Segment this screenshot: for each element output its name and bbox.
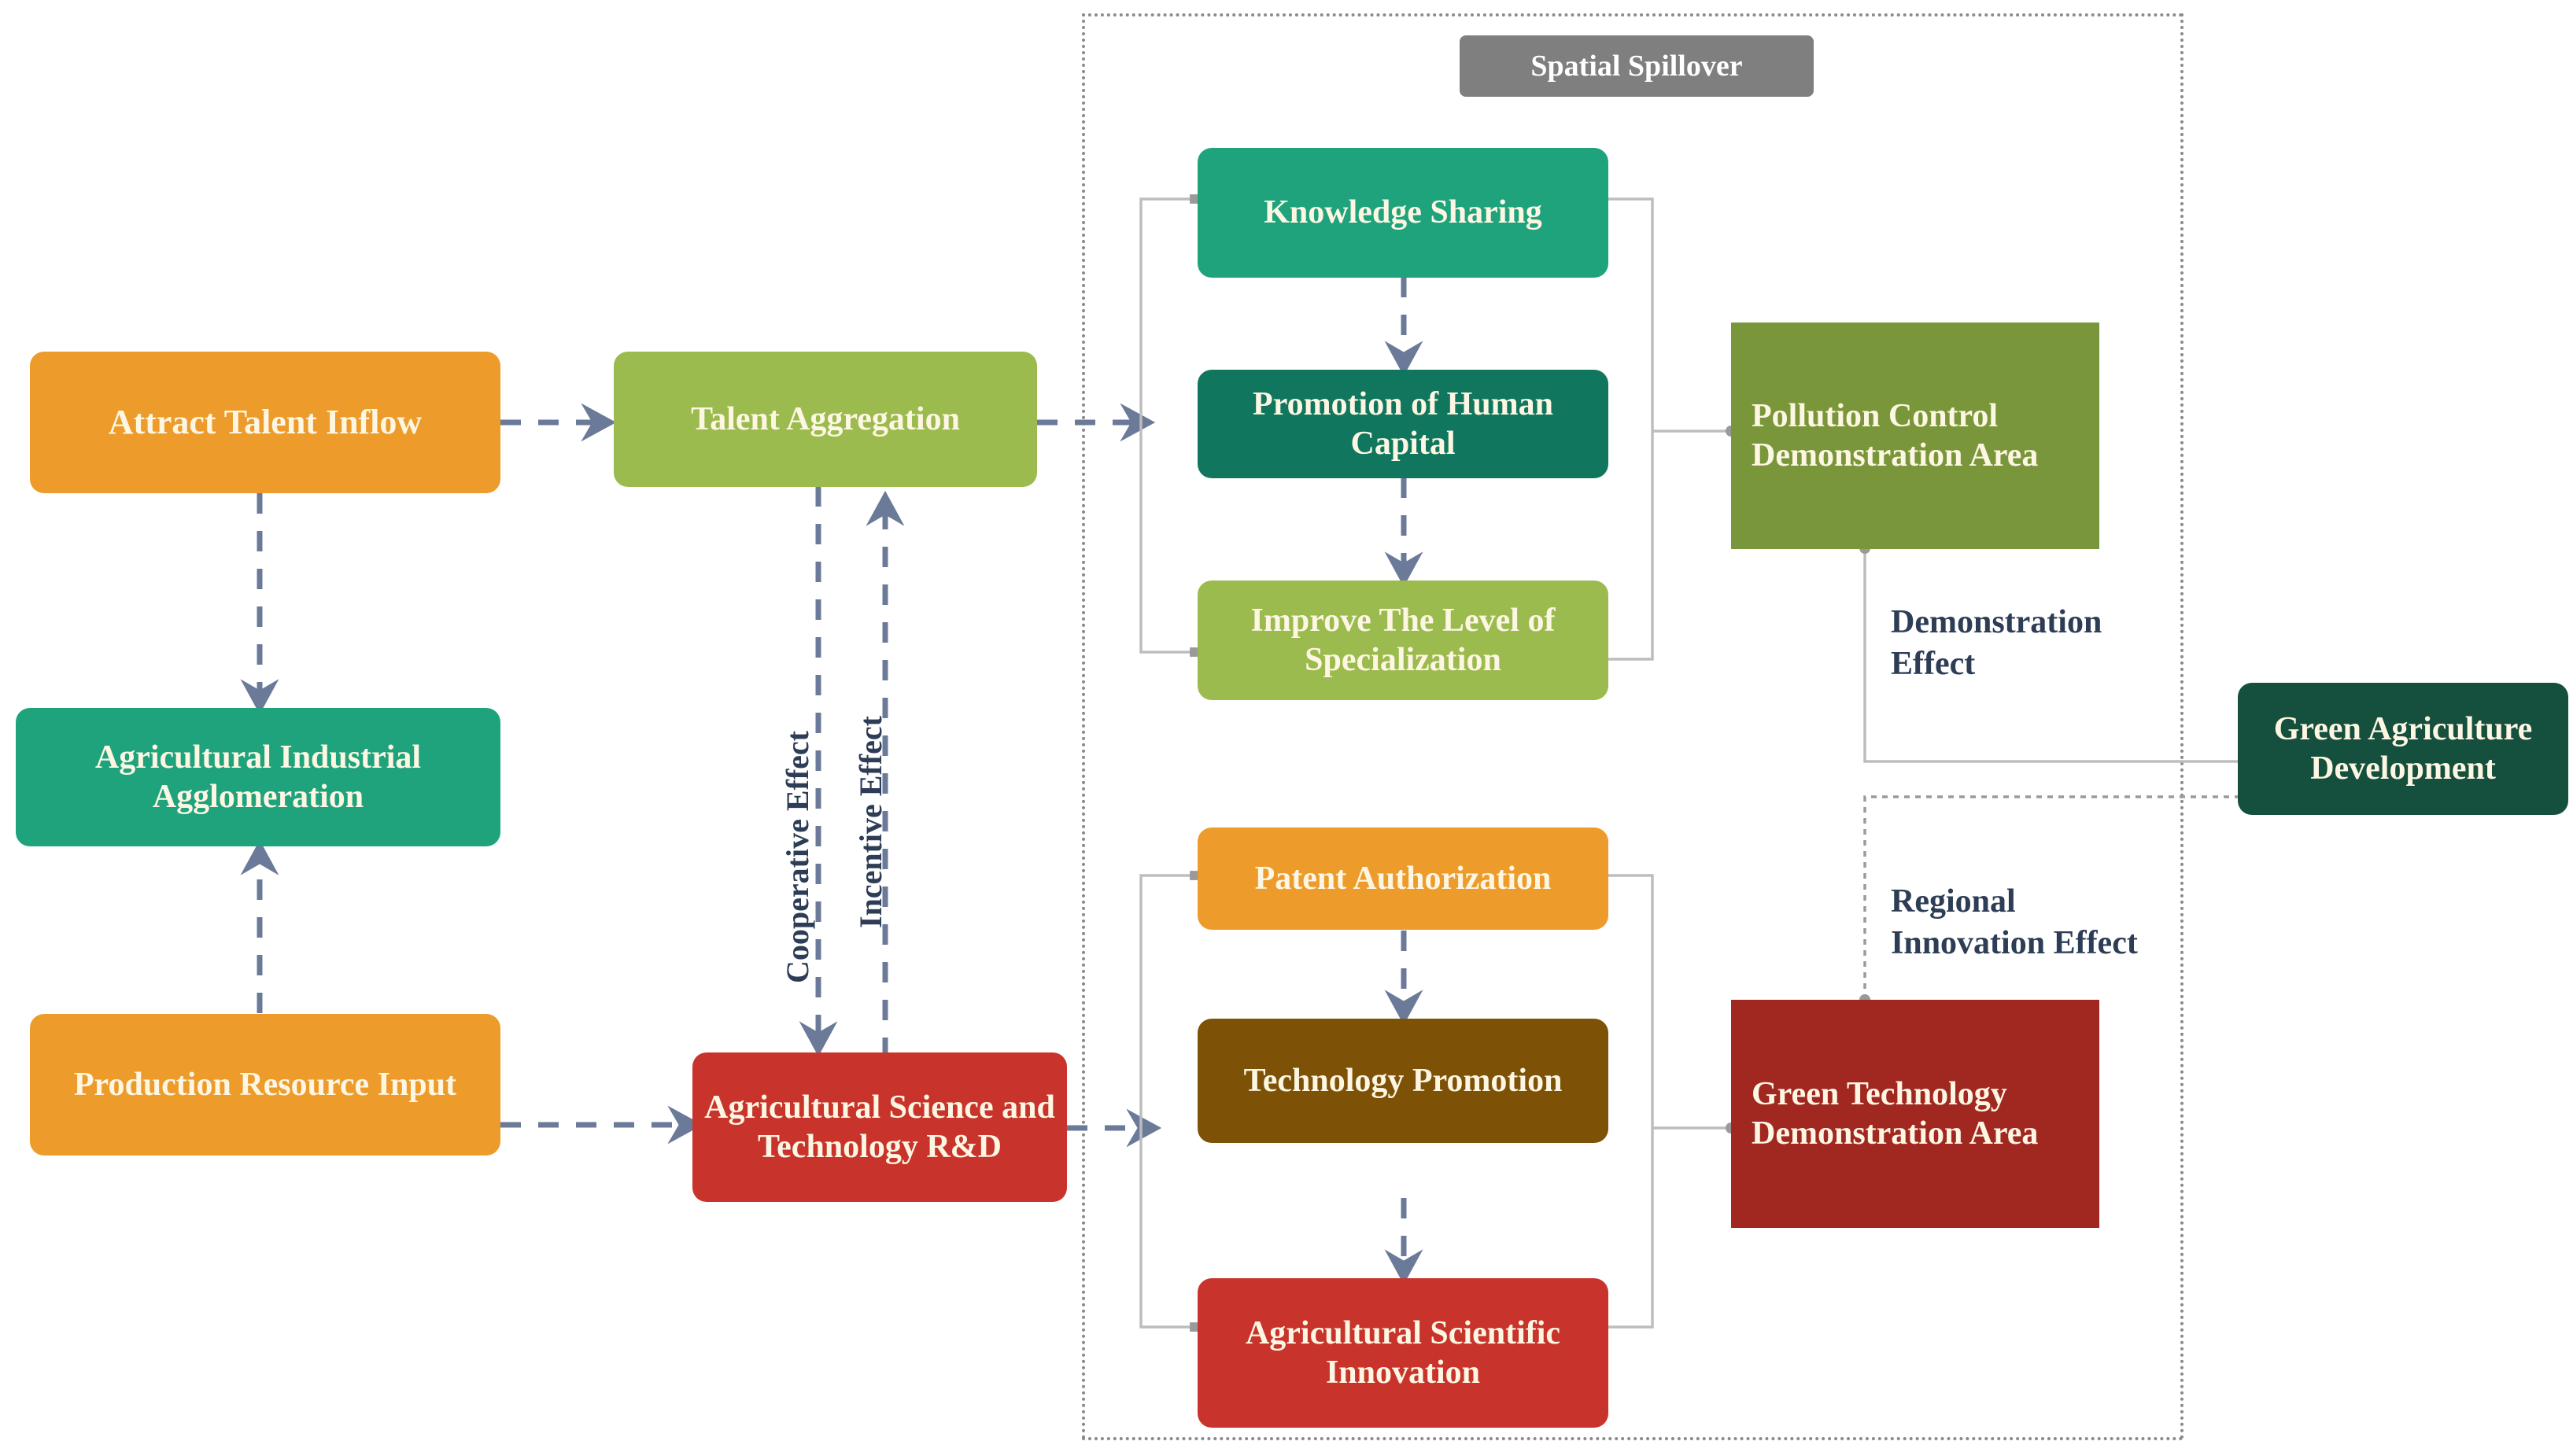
agricultural-scientific-innovation-label: Agricultural Scientific Innovation <box>1245 1314 1561 1391</box>
patent-authorization-label: Patent Authorization <box>1254 860 1552 897</box>
promotion-of-human-capital[interactable]: Promotion of Human Capital <box>1198 370 1608 478</box>
production-resource-input-label: Production Resource Input <box>73 1066 457 1103</box>
regional-innovation-effect-line-1: Regional <box>1891 883 2016 920</box>
regional-innovation-effect-line-2: Innovation Effect <box>1891 924 2138 961</box>
technology-promotion-label: Technology Promotion <box>1243 1062 1563 1099</box>
agricultural-science-and-technology-rd-label: Agricultural Science and Technology R&D <box>704 1089 1055 1165</box>
incentive-effect-label: Incentive Effect <box>852 716 889 928</box>
spatial-spillover-text: Spatial Spillover <box>1530 50 1743 83</box>
regional-innovation-effect-label: Regional Innovation Effect <box>1891 881 2138 964</box>
agricultural-industrial-agglomeration[interactable]: Agricultural Industrial Agglomeration <box>16 708 500 846</box>
green-technology-demonstration-area-label: Green Technology Demonstration Area <box>1752 1075 2039 1152</box>
improve-the-level-of-specialization[interactable]: Improve The Level of Specialization <box>1198 581 1608 700</box>
demonstration-effect-line-2: Effect <box>1891 645 1976 682</box>
pollution-control-demonstration-area-label: Pollution Control Demonstration Area <box>1752 397 2039 474</box>
demonstration-effect-line-1: Demonstration <box>1891 604 2102 640</box>
green-technology-demonstration-area[interactable]: Green Technology Demonstration Area <box>1731 1000 2099 1228</box>
agricultural-industrial-agglomeration-label: Agricultural Industrial Agglomeration <box>94 739 422 815</box>
cooperative-effect-label: Cooperative Effect <box>779 731 816 983</box>
improve-the-level-of-specialization-label: Improve The Level of Specialization <box>1250 602 1556 678</box>
knowledge-sharing-label: Knowledge Sharing <box>1264 194 1542 231</box>
agricultural-science-and-technology-rd[interactable]: Agricultural Science and Technology R&D <box>692 1052 1067 1202</box>
patent-authorization[interactable]: Patent Authorization <box>1198 828 1608 930</box>
cooperative-effect-text: Cooperative Effect <box>780 731 815 983</box>
production-resource-input[interactable]: Production Resource Input <box>30 1014 500 1156</box>
green-agriculture-development-label: Green Agriculture Development <box>2273 710 2533 787</box>
pollution-control-demonstration-area[interactable]: Pollution Control Demonstration Area <box>1731 323 2099 549</box>
promotion-of-human-capital-label: Promotion of Human Capital <box>1253 385 1553 462</box>
incentive-effect-text: Incentive Effect <box>853 716 888 928</box>
technology-promotion[interactable]: Technology Promotion <box>1198 1019 1608 1143</box>
talent-aggregation-label: Talent Aggregation <box>691 400 960 437</box>
demonstration-effect-label: Demonstration Effect <box>1891 602 2102 684</box>
spatial-spillover-label: Spatial Spillover <box>1460 35 1814 97</box>
attract-talent-inflow[interactable]: Attract Talent Inflow <box>30 352 500 493</box>
attract-talent-inflow-label: Attract Talent Inflow <box>108 402 423 441</box>
green-agriculture-development[interactable]: Green Agriculture Development <box>2238 683 2568 815</box>
knowledge-sharing[interactable]: Knowledge Sharing <box>1198 148 1608 278</box>
talent-aggregation[interactable]: Talent Aggregation <box>614 352 1037 487</box>
agricultural-scientific-innovation[interactable]: Agricultural Scientific Innovation <box>1198 1278 1608 1428</box>
